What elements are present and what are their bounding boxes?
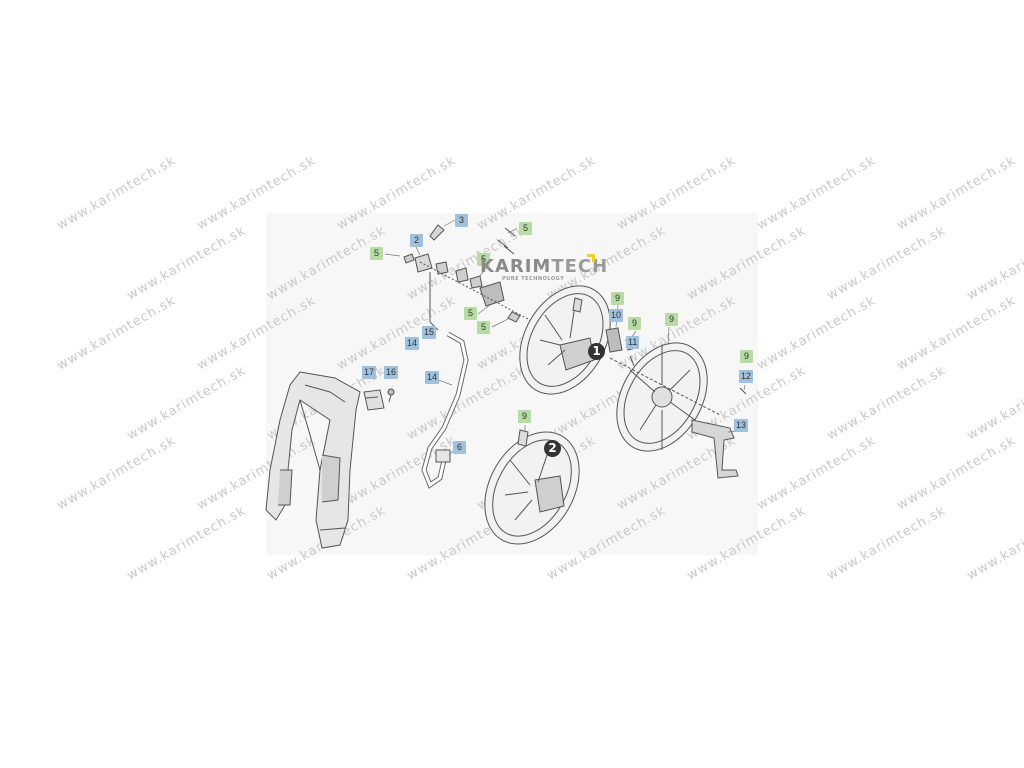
callout-16: 16 [384, 366, 399, 379]
step-badge-2: 2 [544, 440, 561, 457]
callout-14: 14 [405, 337, 420, 350]
drum-disc-right [616, 342, 708, 452]
callout-5: 5 [464, 307, 477, 320]
callout-2: 2 [410, 234, 423, 247]
logo-wordmark: KARIMTECH [480, 258, 608, 276]
bracket-part [363, 388, 395, 411]
callout-9: 9 [518, 410, 531, 423]
callout-12: 12 [739, 370, 754, 383]
logo-tagline: PURE TECHNOLOGY [502, 276, 565, 282]
drum-disc-lower [484, 429, 580, 545]
callout-13: 13 [734, 419, 749, 432]
drum-disc-upper [519, 285, 611, 395]
hose-part [421, 331, 469, 489]
logo-accent: TECH [551, 256, 609, 277]
callout-5: 5 [477, 253, 490, 266]
callout-9: 9 [611, 292, 624, 305]
callout-14: 14 [425, 371, 440, 384]
callout-15: 15 [422, 326, 437, 339]
callout-11: 11 [626, 336, 640, 349]
step-badge-1: 1 [588, 343, 605, 360]
callout-17: 17 [362, 366, 377, 379]
callout-5: 5 [370, 247, 383, 260]
callout-3: 3 [455, 214, 468, 227]
logo-corner-mark [587, 254, 595, 262]
callout-9: 9 [628, 317, 641, 330]
karimtech-logo: KARIMTECH PURE TECHNOLOGY [480, 254, 608, 282]
callout-5: 5 [477, 321, 490, 334]
logo-brand: KARIM [480, 256, 552, 277]
frame-part [265, 371, 361, 549]
callout-10: 10 [609, 309, 624, 322]
callout-9: 9 [740, 350, 753, 363]
connector-parts [403, 224, 531, 331]
callout-5: 5 [519, 222, 532, 235]
callout-6: 6 [453, 441, 466, 454]
callout-9: 9 [665, 313, 678, 326]
